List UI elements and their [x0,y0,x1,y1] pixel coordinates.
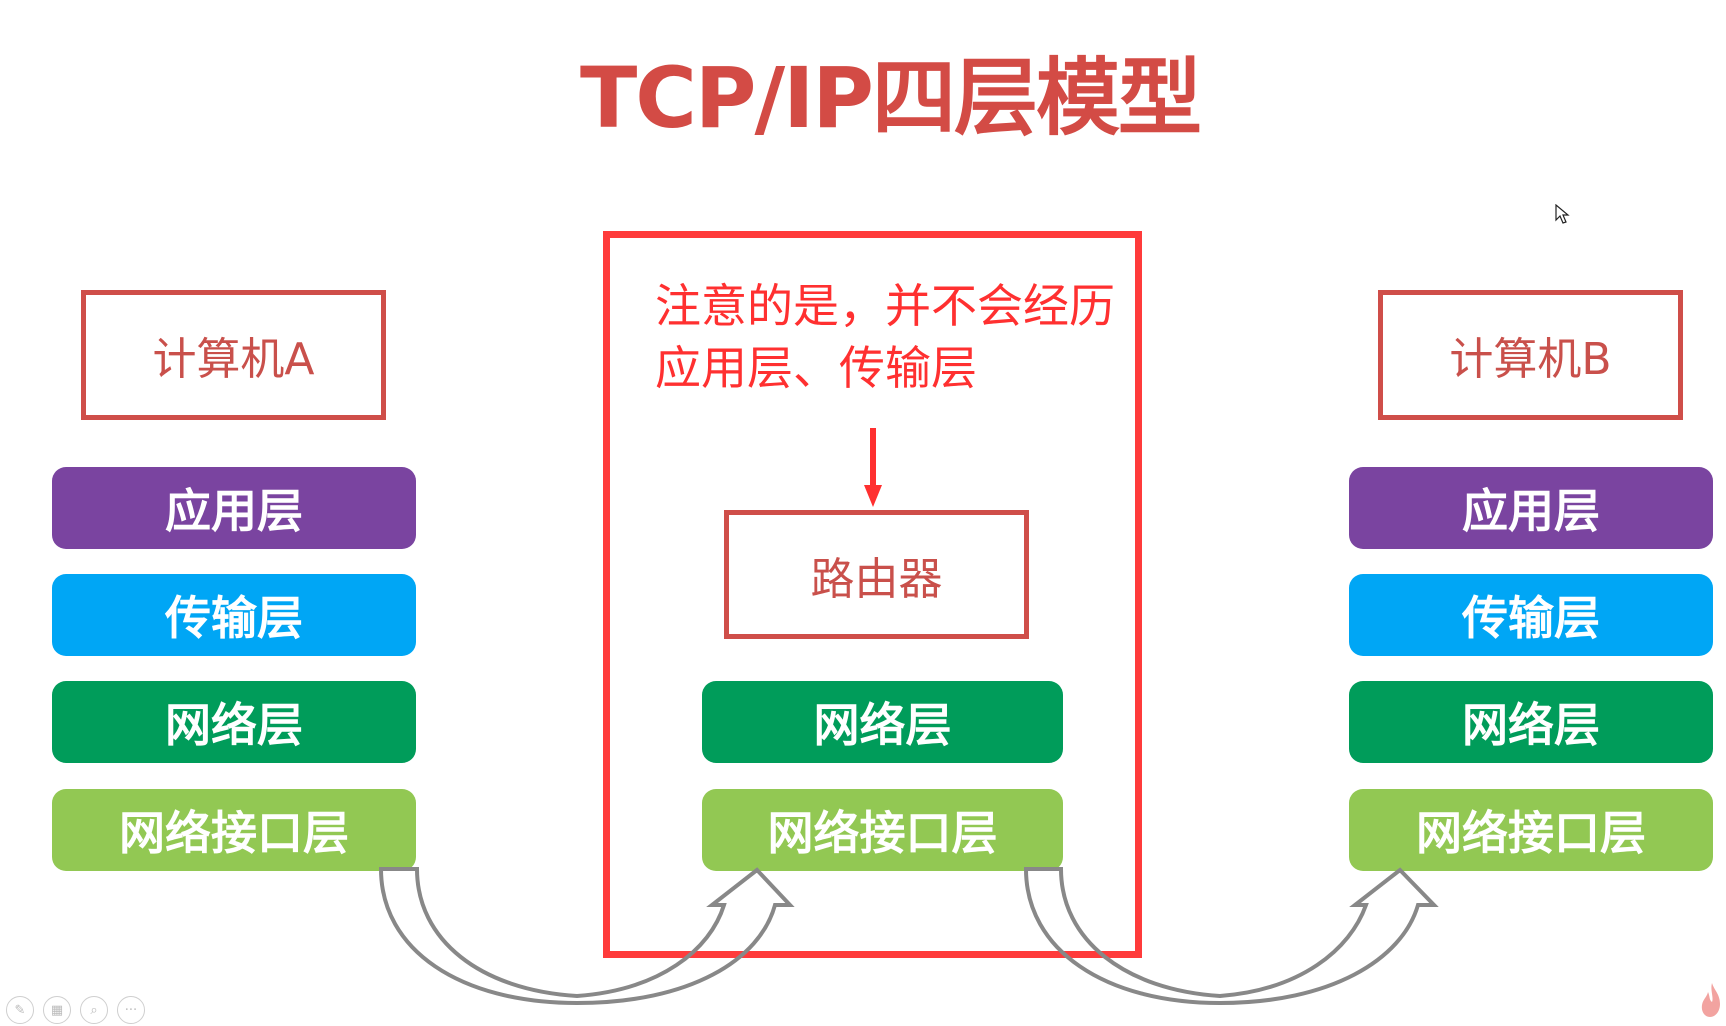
router-note: 注意的是，并不会经历 应用层、传输层 [655,275,1135,399]
mouse-cursor-icon [1555,204,1570,224]
router-note-line-2: 应用层、传输层 [655,341,977,395]
computer-a-link-layer: 网络接口层 [52,789,416,871]
layer-label: 网络接口层 [1416,806,1646,860]
router-link-layer: 网络接口层 [702,789,1063,871]
slides-icon[interactable]: ▦ [43,996,71,1024]
computer-a-network-layer: 网络层 [52,681,416,763]
computer-a-transport-layer: 传输层 [52,574,416,656]
computer-b-link-layer: 网络接口层 [1349,789,1713,871]
computer-b-network-layer: 网络层 [1349,681,1713,763]
router-network-layer: 网络层 [702,681,1063,763]
computer-a-box: 计算机A [81,290,386,420]
layer-label: 网络层 [165,698,303,752]
presentation-toolbar: ✎ ▦ ⌕ ··· [6,996,145,1024]
computer-a-label: 计算机A [152,334,315,385]
pen-icon[interactable]: ✎ [6,996,34,1024]
zoom-icon[interactable]: ⌕ [80,996,108,1024]
red-down-arrow-icon [864,428,882,507]
layer-label: 网络接口层 [767,806,998,860]
computer-b-transport-layer: 传输层 [1349,574,1713,656]
layer-label: 应用层 [1462,484,1600,538]
layer-label: 网络层 [1462,698,1600,752]
curved-arrow-a-to-router-icon [378,867,795,1006]
layer-label: 网络接口层 [119,806,349,860]
flame-logo-icon [1701,983,1720,1017]
router-box: 路由器 [724,510,1029,639]
router-note-line-1: 注意的是，并不会经历 [655,279,1115,333]
layer-label: 应用层 [165,484,303,538]
computer-b-box: 计算机B [1378,290,1683,420]
computer-b-application-layer: 应用层 [1349,467,1713,549]
more-icon[interactable]: ··· [117,996,145,1024]
computer-a-application-layer: 应用层 [52,467,416,549]
layer-label: 传输层 [165,591,303,645]
computer-b-label: 计算机B [1449,334,1612,385]
layer-label: 传输层 [1462,591,1600,645]
layer-label: 网络层 [813,698,952,752]
slide-title: TCP/IP四层模型 [579,49,1202,147]
router-highlight-frame [603,231,1142,958]
curved-arrow-router-to-b-icon [1023,867,1439,1006]
router-label: 路由器 [810,553,943,605]
